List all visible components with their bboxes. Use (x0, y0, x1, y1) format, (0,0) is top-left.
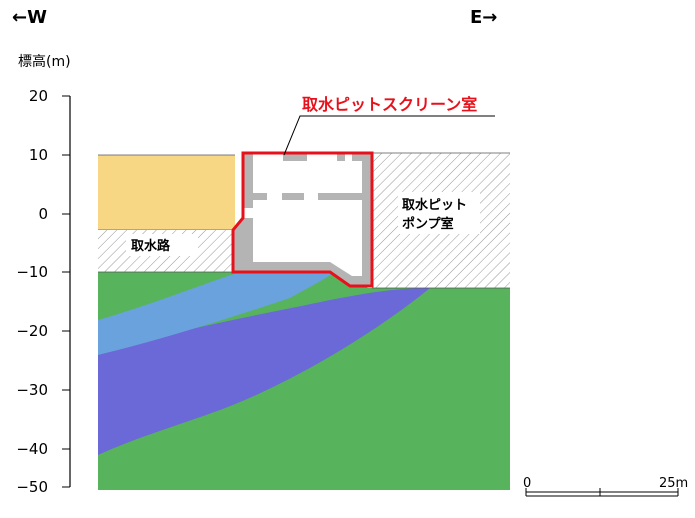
intake-channel-label: 取水路 (131, 238, 171, 254)
y-tick-label: 0 (38, 205, 48, 223)
y-tick-label: −10 (16, 263, 48, 281)
screen-room-interior (233, 153, 372, 286)
y-tick-label: 10 (29, 146, 48, 164)
y-axis-tick-labels: 20 10 0 −10 −20 −30 −40 −50 (16, 87, 48, 496)
y-tick-label: −30 (16, 381, 48, 399)
purple-layer (98, 288, 430, 455)
screen-room-title: 取水ピットスクリーン室 (302, 95, 477, 114)
orange-fill-layer (98, 155, 235, 230)
axis-title: 標高(m) (18, 53, 71, 70)
screen-room-left-lower-wall (233, 218, 253, 264)
pump-room-label-bg (398, 192, 480, 234)
upper-green-layer (98, 272, 240, 320)
y-tick-label: −50 (16, 478, 48, 496)
pump-room-label-line1: 取水ピット (402, 197, 467, 213)
pump-room-label-line2: ポンプ室 (402, 216, 454, 232)
scale-bar: 0 25m (523, 476, 688, 497)
west-direction-label: ←W (12, 7, 47, 28)
intake-channel-label-bg (126, 234, 198, 256)
middle-slab-segment (318, 193, 362, 200)
green-bedrock-layer (98, 272, 510, 490)
screen-room-structure (233, 153, 372, 286)
y-tick-label: −40 (16, 440, 48, 458)
light-blue-layer (98, 272, 335, 355)
top-slab-segment (337, 153, 345, 161)
screen-room-left-wall (243, 153, 253, 208)
y-tick-label: 20 (29, 87, 48, 105)
scale-bar-start-label: 0 (523, 476, 531, 491)
middle-slab-segment (253, 193, 267, 200)
middle-slab-segment (282, 193, 304, 200)
screen-room-highlight-outline (231, 151, 374, 288)
top-slab-segment (352, 153, 362, 161)
y-tick-label: −20 (16, 322, 48, 340)
screen-room-right-wall (362, 153, 372, 279)
leader-line (283, 115, 495, 156)
top-slab-segment (283, 153, 307, 161)
east-direction-label: E→ (470, 7, 497, 28)
y-axis-ticks (62, 95, 70, 488)
bottom-slab (233, 262, 372, 286)
scale-bar-end-label: 25m (659, 476, 688, 491)
